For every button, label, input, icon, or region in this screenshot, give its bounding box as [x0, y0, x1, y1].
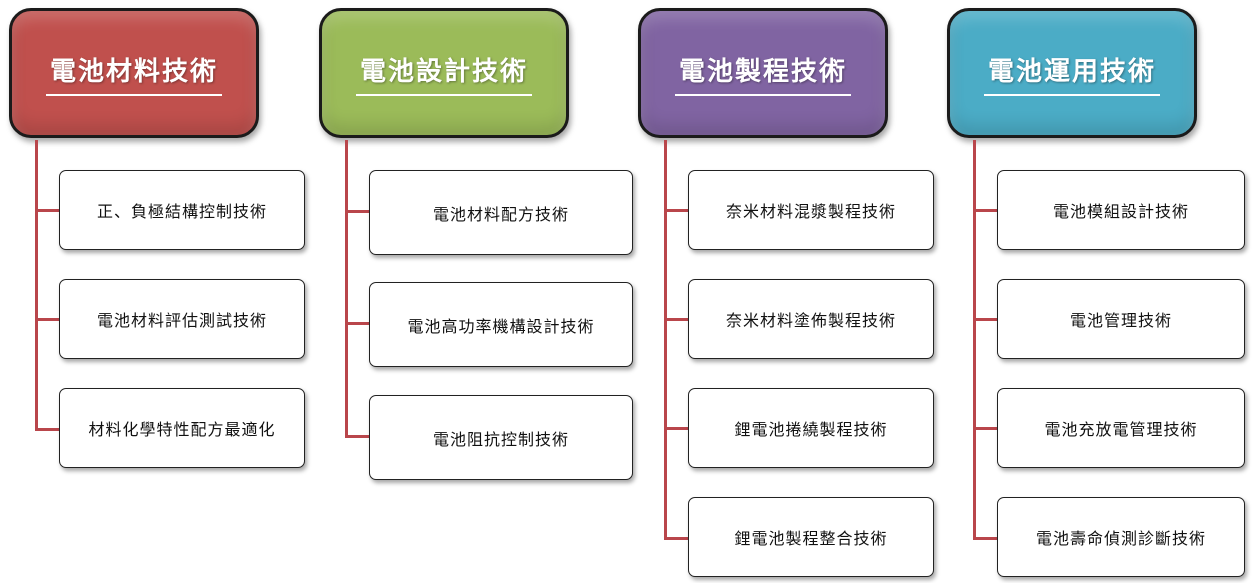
connector-spine [35, 140, 38, 430]
item-box: 電池阻抗控制技術 [369, 395, 633, 480]
connector-branch [664, 537, 688, 540]
header-box: 電池製程技術 [638, 8, 888, 138]
item-box: 鋰電池捲繞製程技術 [688, 388, 934, 468]
header-title: 電池運用技術 [983, 51, 1160, 96]
item-box: 鋰電池製程整合技術 [688, 497, 934, 577]
item-box: 電池高功率機構設計技術 [369, 282, 633, 367]
connector-branch [345, 210, 369, 213]
connector-branch [973, 427, 997, 430]
item-box: 電池管理技術 [997, 279, 1245, 359]
connector-spine [664, 140, 667, 539]
connector-branch [664, 427, 688, 430]
header-box: 電池材料技術 [9, 8, 259, 138]
column-materials: 電池材料技術 正、負極結構控制技術 電池材料評估測試技術 材料化學特性配方最適化 [9, 0, 309, 583]
connector-branch [345, 435, 369, 438]
header-box: 電池設計技術 [319, 8, 569, 138]
connector-branch [973, 537, 997, 540]
connector-branch [35, 318, 59, 321]
connector-spine [973, 140, 976, 539]
connector-branch [973, 318, 997, 321]
header-box: 電池運用技術 [947, 8, 1197, 138]
header-title: 電池製程技術 [674, 51, 851, 96]
item-box: 電池壽命偵測診斷技術 [997, 497, 1245, 577]
connector-branch [664, 209, 688, 212]
item-box: 正、負極結構控制技術 [59, 170, 305, 250]
connector-spine [345, 140, 348, 438]
item-box: 電池材料配方技術 [369, 170, 633, 255]
column-design: 電池設計技術 電池材料配方技術 電池高功率機構設計技術 電池阻抗控制技術 [319, 0, 639, 583]
connector-branch [35, 428, 59, 431]
connector-branch [664, 318, 688, 321]
item-box: 電池充放電管理技術 [997, 388, 1245, 468]
item-box: 材料化學特性配方最適化 [59, 388, 305, 468]
item-box: 奈米材料混漿製程技術 [688, 170, 934, 250]
connector-branch [345, 322, 369, 325]
header-title: 電池設計技術 [355, 51, 532, 96]
item-box: 奈米材料塗佈製程技術 [688, 279, 934, 359]
connector-branch [35, 209, 59, 212]
item-box: 電池模組設計技術 [997, 170, 1245, 250]
item-box: 電池材料評估測試技術 [59, 279, 305, 359]
column-process: 電池製程技術 奈米材料混漿製程技術 奈米材料塗佈製程技術 鋰電池捲繞製程技術 鋰… [638, 0, 938, 583]
column-application: 電池運用技術 電池模組設計技術 電池管理技術 電池充放電管理技術 電池壽命偵測診… [947, 0, 1247, 583]
header-title: 電池材料技術 [45, 51, 222, 96]
connector-branch [973, 209, 997, 212]
